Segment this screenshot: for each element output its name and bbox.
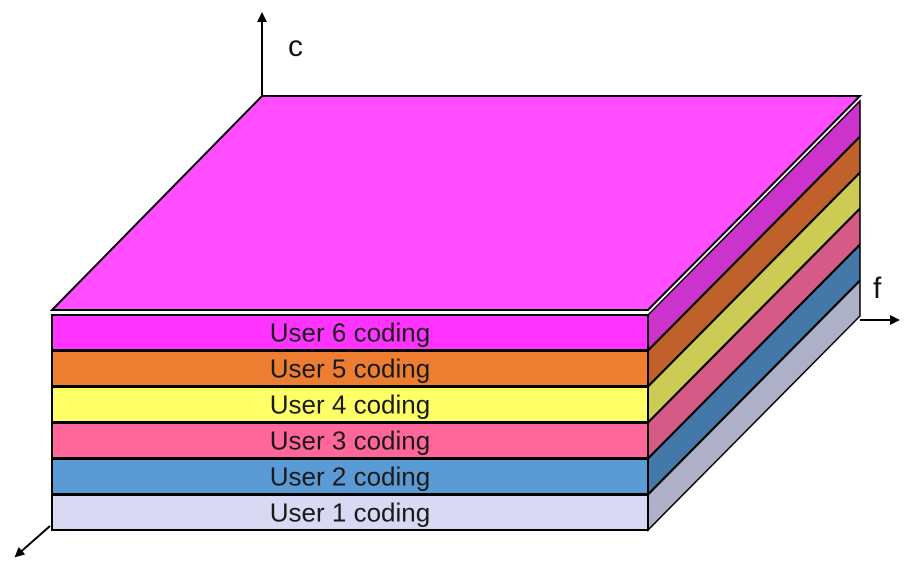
- layer-5-label: User 5 coding: [270, 354, 430, 384]
- layer-1-label: User 1 coding: [270, 498, 430, 528]
- coding-layers: User 1 coding User 2 coding User 3 coding U…: [51, 99, 861, 532]
- depth-axis-arrow: [14, 525, 51, 558]
- layer-4-front-face: [51, 386, 649, 423]
- f-axis-label: f: [873, 272, 882, 305]
- stack-top-face: [49, 95, 863, 311]
- layer-2-front-face: [51, 458, 649, 495]
- layer-3-label: User 3 coding: [270, 426, 430, 456]
- c-axis-label: c: [288, 30, 303, 63]
- layer-4-label: User 4 coding: [270, 390, 430, 420]
- layer-2-label: User 2 coding: [270, 462, 430, 492]
- layer-3-front-face: [51, 422, 649, 459]
- layer-6-front-face: [51, 314, 649, 351]
- layer-6-label: User 6 coding: [270, 318, 430, 348]
- layer-5-front-face: [51, 350, 649, 387]
- layer-1-front-face: [51, 494, 649, 531]
